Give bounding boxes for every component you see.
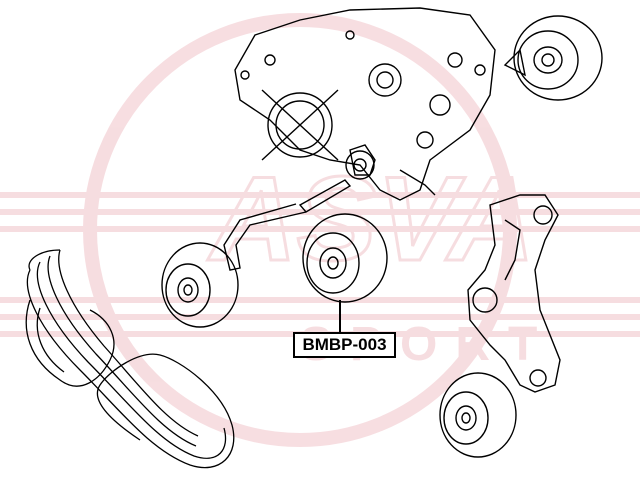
part-number-label: BMBP-003 — [293, 332, 396, 358]
serpentine-belt — [25, 249, 235, 469]
engine-block — [234, 7, 496, 201]
bracket — [467, 194, 561, 393]
belt-tensioner — [503, 15, 603, 101]
watermark: ASVA SPORT — [0, 13, 640, 447]
idler-pulley — [302, 213, 388, 332]
lower-idler-pulley — [439, 372, 517, 458]
tensioner-arm-pulley — [161, 242, 239, 328]
